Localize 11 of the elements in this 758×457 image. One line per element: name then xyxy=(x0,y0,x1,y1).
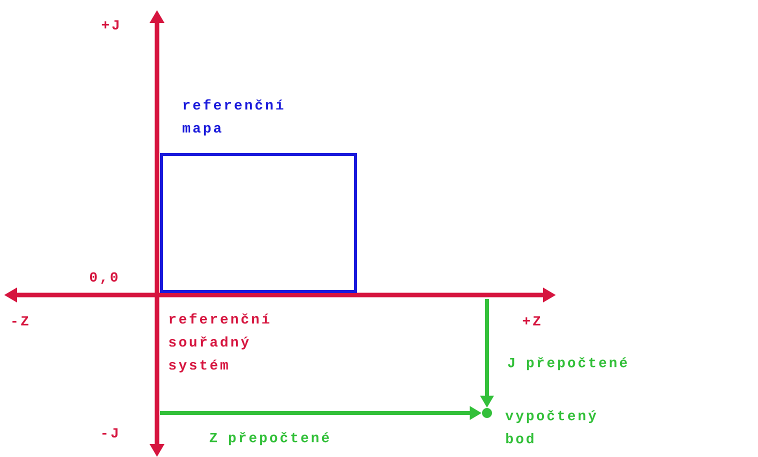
axis-label: -Z xyxy=(12,316,28,326)
map-rectangle: referenční mapa xyxy=(160,99,357,293)
axis-label: +Z xyxy=(522,316,540,326)
point-label: vypočtený bod xyxy=(505,410,596,444)
edge-label: J přepočtené xyxy=(506,356,629,372)
axis-label: +J xyxy=(102,20,119,30)
axis-label: -J xyxy=(102,428,118,438)
origin-label: 0,0 xyxy=(90,272,118,284)
node-label: referenční mapa xyxy=(182,99,284,136)
edge-label: Z přepočtené xyxy=(208,431,331,446)
system-label: referenční souřadný systém xyxy=(169,313,270,372)
